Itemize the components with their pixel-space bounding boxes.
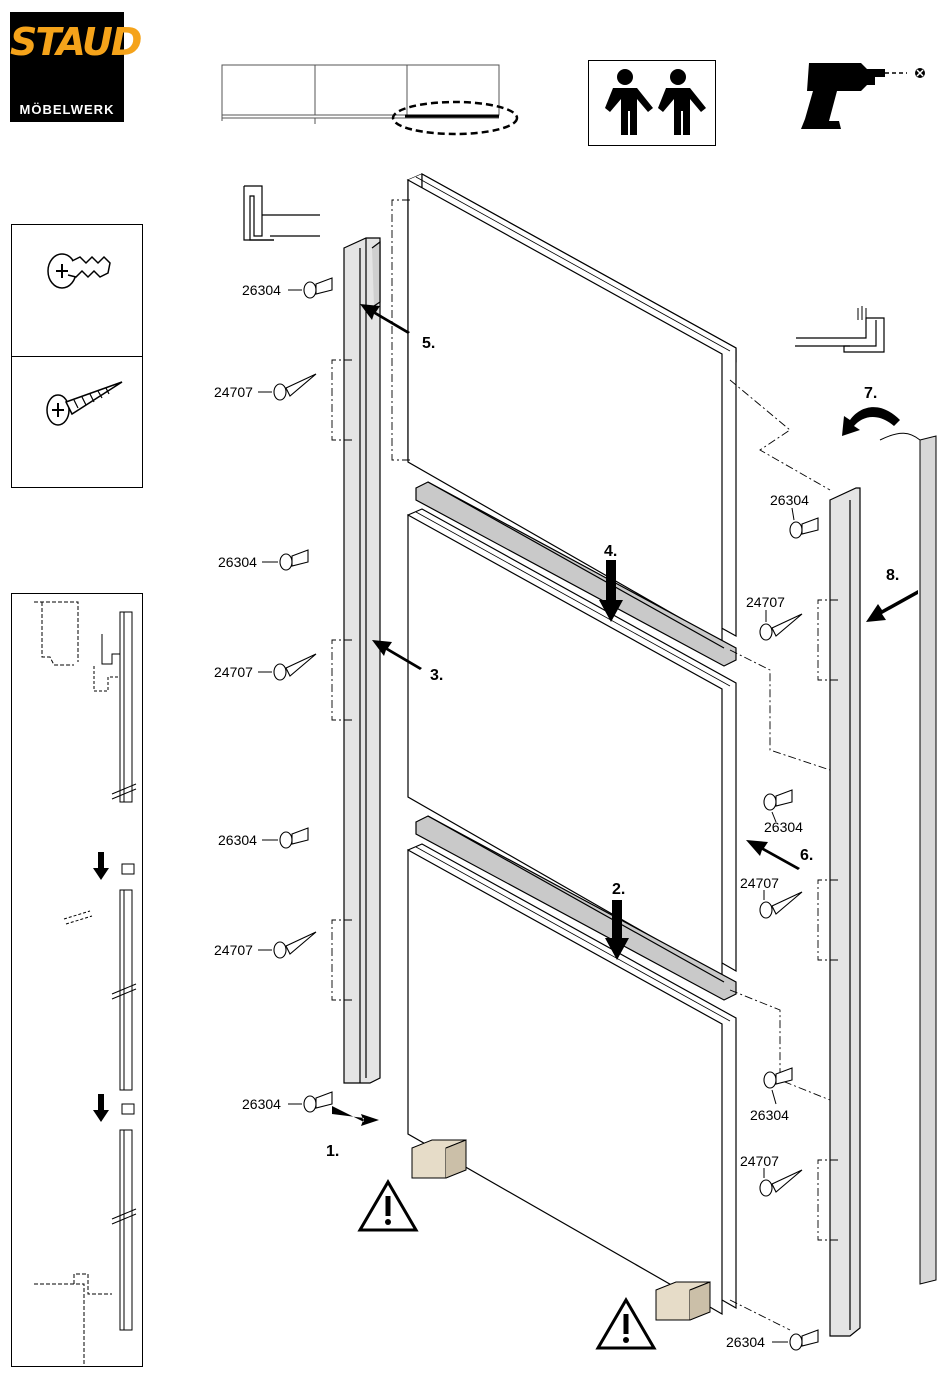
part-label-right-4: 24707 (740, 875, 779, 891)
step-label-8: 8. (886, 567, 899, 584)
step-label-5: 5. (422, 335, 435, 352)
screw-24707-right-2-icon (760, 892, 802, 918)
part-label-right-2: 24707 (746, 594, 785, 610)
part-label-left-7: 26304 (242, 1096, 281, 1112)
step-label-1: 1. (326, 1143, 339, 1160)
part-label-left-6: 24707 (214, 942, 253, 958)
part-label-right-7: 26304 (726, 1334, 765, 1350)
right-screws (760, 518, 818, 1350)
screw-26304-right-2-icon (764, 790, 792, 810)
part-label-left-1: 26304 (242, 282, 281, 298)
right-vertical-profile (830, 488, 860, 1336)
screw-24707-left-2-icon (274, 654, 316, 680)
warning-triangle-icon (360, 1182, 416, 1230)
part-label-right-3: 26304 (764, 819, 803, 835)
top-profile-sketch-right (795, 306, 884, 352)
screw-24707-left-3-icon (274, 932, 316, 958)
screw-26304-right-3-icon (764, 1068, 792, 1088)
top-profile-sketch-left (244, 186, 320, 240)
screw-26304-left-2-icon (280, 550, 308, 570)
warning-triangle-icon (598, 1300, 654, 1348)
part-label-right-1: 26304 (770, 492, 809, 508)
screw-26304-left-3-icon (280, 828, 308, 848)
left-screws (274, 278, 332, 1112)
part-label-left-4: 24707 (214, 664, 253, 680)
screw-26304-left-4-icon (304, 1092, 332, 1112)
step-label-3: 3. (430, 667, 443, 684)
step-label-7: 7. (864, 385, 877, 402)
screw-24707-left-1-icon (274, 374, 316, 400)
part-label-left-3: 26304 (218, 554, 257, 570)
gasket-strip (880, 433, 936, 1284)
left-vertical-profile (344, 238, 380, 1083)
part-label-right-6: 24707 (740, 1153, 779, 1169)
part-label-left-5: 26304 (218, 832, 257, 848)
part-label-left-2: 24707 (214, 384, 253, 400)
step-label-2: 2. (612, 881, 625, 898)
screw-26304-right-4-icon (790, 1330, 818, 1350)
step-label-6: 6. (800, 847, 813, 864)
screw-26304-left-1-icon (304, 278, 332, 298)
screw-26304-right-1-icon (790, 518, 818, 538)
screw-24707-right-3-icon (760, 1170, 802, 1196)
wooden-support-block-right (656, 1282, 710, 1320)
step-label-4: 4. (604, 543, 617, 560)
wooden-support-block-left (412, 1140, 466, 1178)
part-label-right-5: 26304 (750, 1107, 789, 1123)
